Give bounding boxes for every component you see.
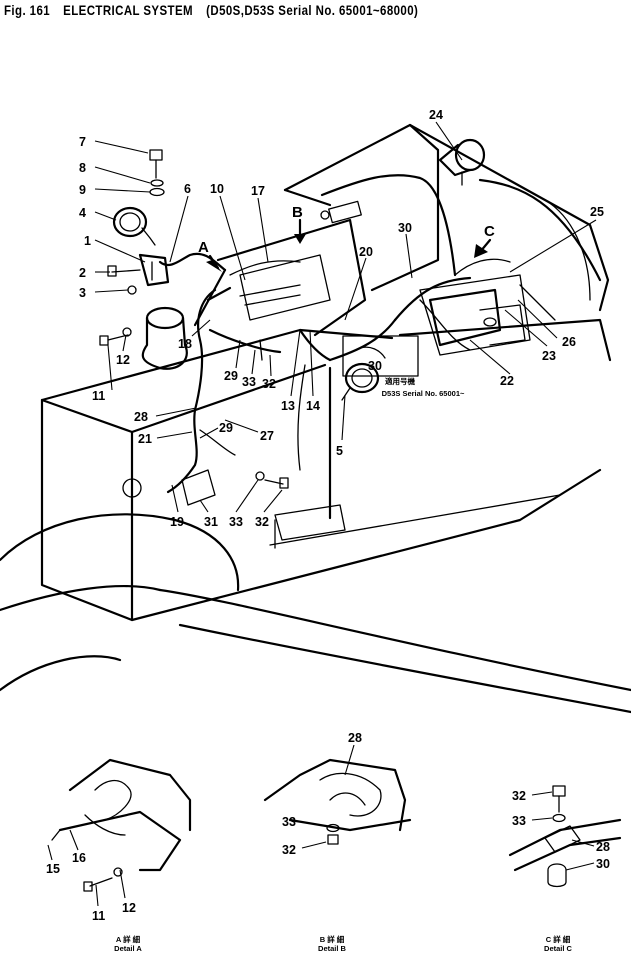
callout: 9 <box>79 183 86 197</box>
figure-number: Fig. 161 <box>4 2 51 18</box>
cab-console <box>193 123 610 356</box>
bracket-assembly <box>99 149 289 489</box>
detail-c: 32 33 28 30 C 詳 細 Detail C <box>508 785 622 953</box>
callout: 12 <box>116 353 130 367</box>
callout: 19 <box>170 515 184 529</box>
detail-a-caption-en: Detail A <box>114 944 142 953</box>
lamp-rear-4 <box>112 206 156 246</box>
detail-b-caption-en: Detail B <box>318 944 347 953</box>
wiring-harness <box>158 174 511 494</box>
marker-c: C <box>484 223 495 240</box>
callout: 17 <box>251 184 265 198</box>
callout: 30 <box>398 221 412 235</box>
callout: 14 <box>306 399 320 413</box>
callout: 15 <box>46 862 60 876</box>
relay-31 <box>181 469 216 506</box>
lamp-head-25 <box>438 138 486 186</box>
callout: 12 <box>122 901 136 915</box>
detail-c-caption-en: Detail C <box>544 944 573 953</box>
view-arrow-c: C <box>474 223 495 258</box>
callout: 26 <box>562 335 576 349</box>
main-callouts: 7 8 9 4 1 2 3 6 10 17 24 25 30 20 26 23 … <box>79 108 604 529</box>
callout: 21 <box>138 432 152 446</box>
callout: 28 <box>596 840 610 854</box>
marker-b: B <box>292 204 303 221</box>
callout: 8 <box>79 161 86 175</box>
applicability-note-jp: 適用号機 <box>385 376 415 386</box>
callout: 33 <box>282 815 296 829</box>
callout: 25 <box>590 205 604 219</box>
callout: 23 <box>542 349 556 363</box>
callout: 18 <box>178 337 192 351</box>
switch-b <box>320 200 362 224</box>
callout: 10 <box>210 182 224 196</box>
callout: 30 <box>596 857 610 871</box>
callout: 33 <box>512 814 526 828</box>
callout: 13 <box>281 399 295 413</box>
callout: 22 <box>500 374 514 388</box>
callout: 11 <box>92 389 105 403</box>
callout: 31 <box>204 515 218 529</box>
callout: 16 <box>72 851 86 865</box>
shift-boot <box>141 306 188 370</box>
callout: 3 <box>79 286 86 300</box>
callout: 28 <box>348 731 362 745</box>
callout: 4 <box>79 206 86 220</box>
callout: 2 <box>79 266 86 280</box>
figure-title: Fig. 161 ELECTRICAL SYSTEM (D50S,D53S Seri… <box>4 2 431 18</box>
applicability-note-en: D53S Serial No. 65001~ <box>382 389 465 398</box>
lamp-rear-5 <box>341 362 380 401</box>
callout: 29 <box>219 421 233 435</box>
callout: 28 <box>134 410 148 424</box>
detail-a: 15 16 11 12 A 詳 細 Detail A <box>46 758 192 953</box>
callout: 29 <box>224 369 238 383</box>
marker-a: A <box>198 239 209 256</box>
detail-b-caption-jp: B 詳 細 <box>320 934 345 944</box>
leader-lines <box>94 121 597 513</box>
callout: 33 <box>242 375 256 389</box>
view-arrow-a: A <box>198 239 222 272</box>
detail-a-caption-jp: A 詳 細 <box>116 934 141 944</box>
callout: 11 <box>92 909 105 923</box>
applicability-box: 適用号機 D53S Serial No. 65001~ <box>342 335 465 398</box>
callout: 6 <box>184 182 191 196</box>
battery-box <box>428 288 526 347</box>
callout: 33 <box>229 515 243 529</box>
callout: 32 <box>262 377 276 391</box>
view-arrow-b: B <box>292 204 306 244</box>
callout: 32 <box>255 515 269 529</box>
callout: 32 <box>512 789 526 803</box>
callout: 7 <box>79 135 86 149</box>
detail-c-caption-jp: C 詳 細 <box>546 934 571 944</box>
callout: 32 <box>282 843 296 857</box>
callout: 30 <box>368 359 382 373</box>
callout: 27 <box>260 429 274 443</box>
callout: 5 <box>336 444 343 458</box>
figure-scope: (D50S,D53S Serial No. 65001~68000) <box>206 2 419 18</box>
callout: 24 <box>429 108 443 122</box>
detail-b: 28 33 32 B 詳 細 Detail B <box>263 731 412 953</box>
figure-name: ELECTRICAL SYSTEM <box>63 2 194 18</box>
track-outline <box>0 513 631 714</box>
callout: 1 <box>84 234 91 248</box>
callout: 20 <box>359 245 373 259</box>
